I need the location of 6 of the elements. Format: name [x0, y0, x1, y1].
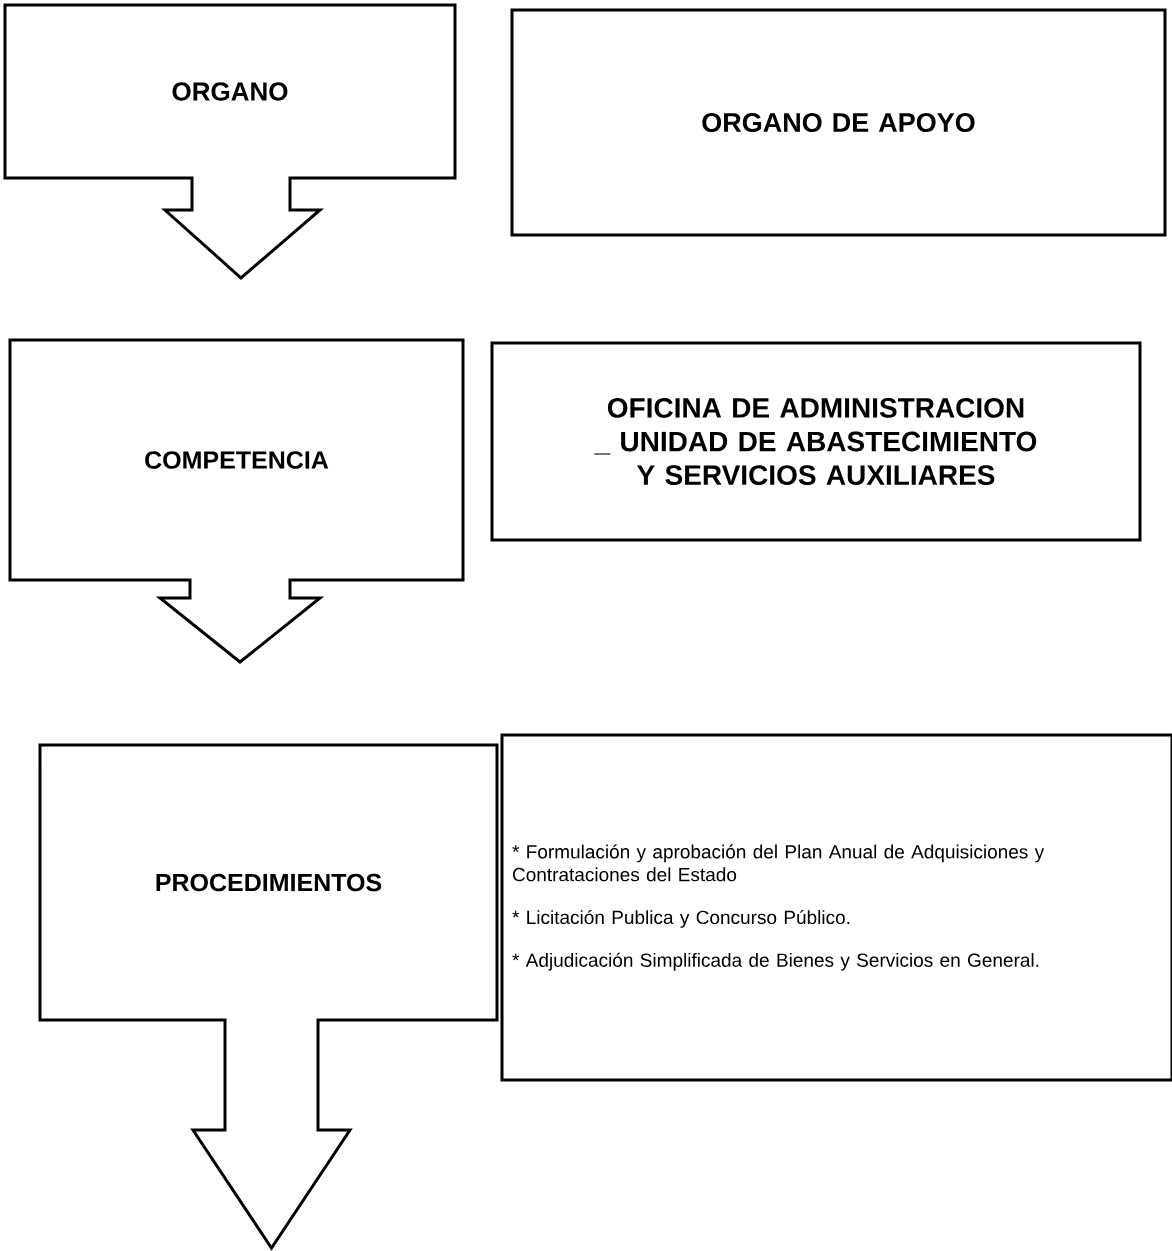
text-box: ORGANO DE APOYO	[510, 8, 1167, 237]
text-box: OFICINA DE ADMINISTRACION _ UNIDAD DE ABASTECIMIENTO Y SERVICIOS AUXILIARES	[490, 341, 1142, 542]
text-box: * Formulación y aprobación del Plan Anual de Adquisiciones y Contrataciones del Estado * Licitación Publica y Concurso Público. * Adjudicación Simplificada de Bienes y Servicios en General.	[500, 733, 1172, 1082]
arrow-callout: ORGANO	[3, 3, 457, 280]
arrow-callout: PROCEDIMIENTOS	[38, 743, 499, 1251]
arrow-callout: COMPETENCIA	[8, 338, 465, 664]
